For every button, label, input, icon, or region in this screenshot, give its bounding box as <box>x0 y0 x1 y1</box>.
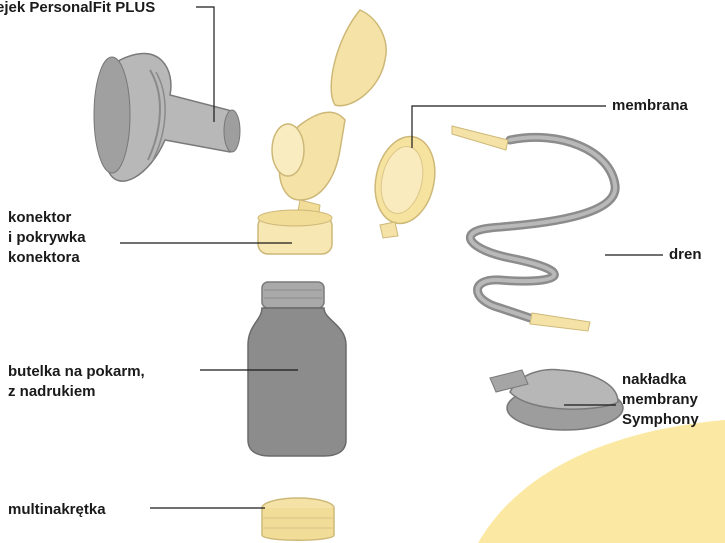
bottle-part <box>248 282 346 456</box>
label-bottle: butelka na pokarm, z nadrukiem <box>8 362 145 402</box>
label-membrane-cap-line-3: Symphony <box>622 410 699 430</box>
membrane-part <box>367 131 442 238</box>
label-connector-line-3: konektora <box>8 248 86 268</box>
label-bottle-line-2: z nadrukiem <box>8 382 145 402</box>
connector-part <box>258 10 386 254</box>
label-bottle-line-1: butelka na pokarm, <box>8 362 145 382</box>
label-membrane: membrana <box>612 96 688 116</box>
label-membrane-cap: nakładka membrany Symphony <box>622 370 699 430</box>
label-membrane-cap-line-1: nakładka <box>622 370 699 390</box>
label-membrane-cap-line-2: membrany <box>622 390 699 410</box>
label-connector-line-1: konektor <box>8 208 86 228</box>
breast-shield <box>94 53 240 181</box>
label-tubing: dren <box>669 245 702 265</box>
tubing-part <box>452 126 615 331</box>
label-multi-cap: multinakrętka <box>8 500 106 520</box>
leader-lines <box>120 7 663 508</box>
background-accent-shape <box>478 420 725 543</box>
label-connector: konektor i pokrywka konektora <box>8 208 86 268</box>
membrane-cap-part <box>490 370 623 430</box>
multi-cap-part <box>262 498 334 540</box>
label-connector-line-2: i pokrywka <box>8 228 86 248</box>
label-breast-shield: ejek PersonalFit PLUS <box>0 0 155 18</box>
